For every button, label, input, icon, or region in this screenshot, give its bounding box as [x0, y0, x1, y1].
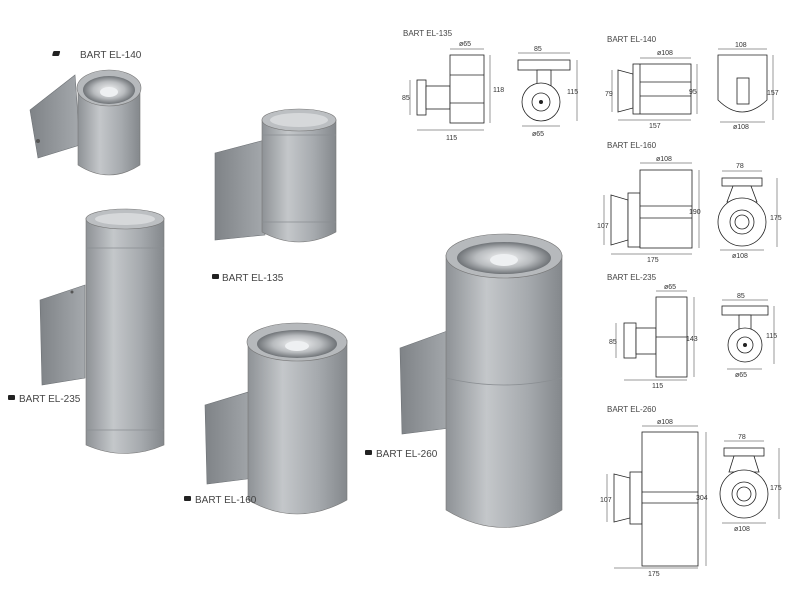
svg-text:BART EL-235: BART EL-235	[19, 394, 81, 405]
svg-text:ø65: ø65	[664, 284, 676, 291]
svg-text:ø65: ø65	[459, 41, 471, 48]
svg-text:BART EL-135: BART EL-135	[222, 273, 284, 284]
product-el160	[204, 322, 348, 515]
drawing-el260: BART EL-260 ø108 107 304 175 78 175 ø108	[600, 405, 782, 578]
product-el140	[29, 69, 142, 176]
svg-text:BART EL-160: BART EL-160	[195, 495, 257, 506]
svg-text:157: 157	[767, 90, 779, 97]
svg-text:ø65: ø65	[532, 131, 544, 138]
svg-text:115: 115	[567, 89, 578, 96]
svg-text:ø65: ø65	[735, 372, 747, 379]
svg-text:115: 115	[446, 135, 457, 142]
svg-text:ø108: ø108	[657, 419, 673, 426]
svg-text:85: 85	[534, 46, 542, 53]
svg-text:107: 107	[600, 497, 612, 504]
svg-text:175: 175	[770, 485, 782, 492]
product-el260	[399, 233, 563, 528]
svg-text:143: 143	[686, 336, 698, 343]
svg-text:175: 175	[770, 215, 782, 222]
drawing-el135: BART EL-135 ø65 118 85 115 85 115 ø65	[402, 29, 578, 142]
label-el160: BART EL-160	[184, 495, 257, 506]
svg-text:107: 107	[597, 223, 609, 230]
svg-text:ø108: ø108	[657, 50, 673, 57]
svg-text:BART EL-260: BART EL-260	[376, 449, 438, 460]
label-el140: BART EL-140	[52, 50, 142, 61]
svg-text:BART EL-140: BART EL-140	[80, 50, 142, 61]
label-el135: BART EL-135	[212, 273, 284, 284]
svg-text:ø108: ø108	[656, 156, 672, 163]
svg-text:78: 78	[738, 434, 746, 441]
svg-text:304: 304	[696, 495, 708, 502]
product-el135	[214, 108, 337, 243]
svg-text:85: 85	[737, 293, 745, 300]
drawing-el235: BART EL-235 ø65 85 143 115 85 115 ø65	[607, 273, 777, 390]
svg-text:BART EL-160: BART EL-160	[607, 141, 657, 150]
svg-text:ø108: ø108	[733, 124, 749, 131]
svg-text:190: 190	[689, 209, 701, 216]
svg-text:85: 85	[609, 339, 617, 346]
svg-text:BART EL-260: BART EL-260	[607, 405, 657, 414]
drawing-el140: BART EL-140 ø108 79 95 157 108 157 ø108	[605, 35, 779, 131]
svg-text:95: 95	[689, 89, 697, 96]
label-el235: BART EL-235	[8, 394, 81, 405]
svg-text:118: 118	[493, 87, 504, 94]
svg-text:79: 79	[605, 91, 613, 98]
label-el260: BART EL-260	[365, 449, 438, 460]
svg-text:108: 108	[735, 42, 747, 49]
svg-text:78: 78	[736, 163, 744, 170]
drawing-el160: BART EL-160 ø108 107 190 175 78 175 ø108	[597, 141, 782, 264]
svg-text:175: 175	[648, 571, 660, 578]
product-el235	[39, 208, 165, 454]
svg-text:BART EL-235: BART EL-235	[607, 273, 657, 282]
svg-text:115: 115	[652, 383, 663, 390]
svg-text:BART EL-140: BART EL-140	[607, 35, 657, 44]
svg-text:175: 175	[647, 257, 659, 264]
svg-text:157: 157	[649, 123, 661, 130]
svg-text:115: 115	[766, 333, 777, 340]
svg-text:ø108: ø108	[734, 526, 750, 533]
svg-text:ø108: ø108	[732, 253, 748, 260]
svg-text:85: 85	[402, 95, 410, 102]
svg-text:BART EL-135: BART EL-135	[403, 29, 453, 38]
